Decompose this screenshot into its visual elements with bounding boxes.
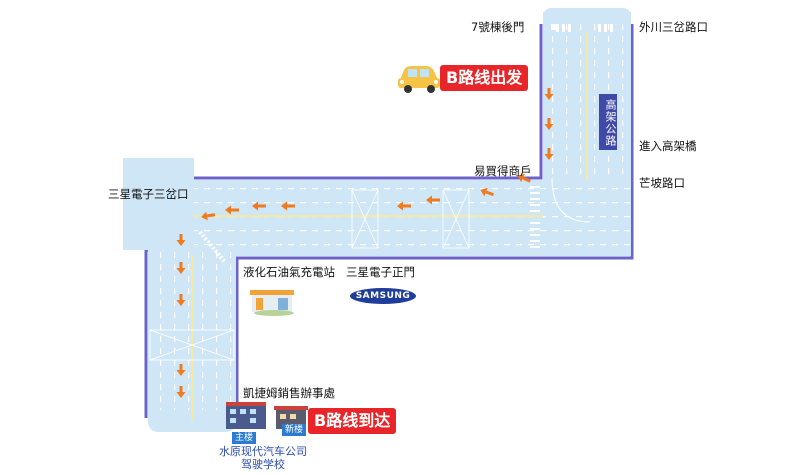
main-building-tag: 主楼: [232, 432, 257, 444]
route-arrows: [176, 88, 554, 398]
driving-school-line1: 水原现代汽车公司: [219, 445, 307, 458]
arrow-down: [544, 118, 554, 130]
label-lpg-station: 液化石油氣充電站: [243, 265, 335, 279]
label-samsung-gate: 三星電子正門: [346, 265, 415, 279]
arrow-left: [252, 201, 266, 211]
arrow-left: [397, 201, 411, 211]
route-start-badge: B路线出发: [440, 65, 529, 91]
gas-station-icon: [250, 290, 294, 316]
arrow-left: [426, 195, 440, 205]
label-waichuan-junction: 外川三岔路口: [639, 20, 708, 34]
arrow-left: [281, 201, 295, 211]
crosswalks: [149, 189, 470, 361]
label-enter-overpass: 進入高架橋: [639, 139, 697, 153]
label-yimaide: 易買得商戶: [474, 164, 532, 178]
arrow-left: [225, 205, 239, 215]
arrow-left: [480, 187, 495, 197]
arrow-down: [176, 364, 186, 376]
label-kaijie-office: 凱捷姆銷售辦事處: [243, 386, 335, 400]
arrow-left: [201, 211, 216, 221]
overpass-label: 高架公路: [599, 94, 617, 150]
arrow-down: [176, 234, 186, 246]
junction-block: [123, 158, 194, 250]
car-icon: [398, 66, 440, 93]
route-end-badge: B路线到达: [308, 408, 397, 434]
arrow-down: [176, 262, 186, 274]
arrow-down: [176, 386, 186, 398]
label-gate7: 7號棟後門: [471, 20, 525, 34]
arrow-down: [544, 88, 554, 100]
arrow-down: [544, 148, 554, 160]
arrow-left: [517, 173, 531, 183]
arrow-down: [176, 294, 186, 306]
label-mangpo-junction: 芒坡路口: [639, 176, 685, 190]
driving-school-line2: 驾驶学校: [241, 458, 285, 471]
label-samsung-junction: 三星電子三岔口: [108, 187, 189, 201]
main-building-icon: [226, 402, 266, 429]
samsung-logo: SAMSUNG: [350, 288, 416, 304]
driving-school-label: 水原现代汽车公司 驾驶学校: [198, 445, 328, 471]
new-building-tag: 新楼: [282, 424, 307, 436]
